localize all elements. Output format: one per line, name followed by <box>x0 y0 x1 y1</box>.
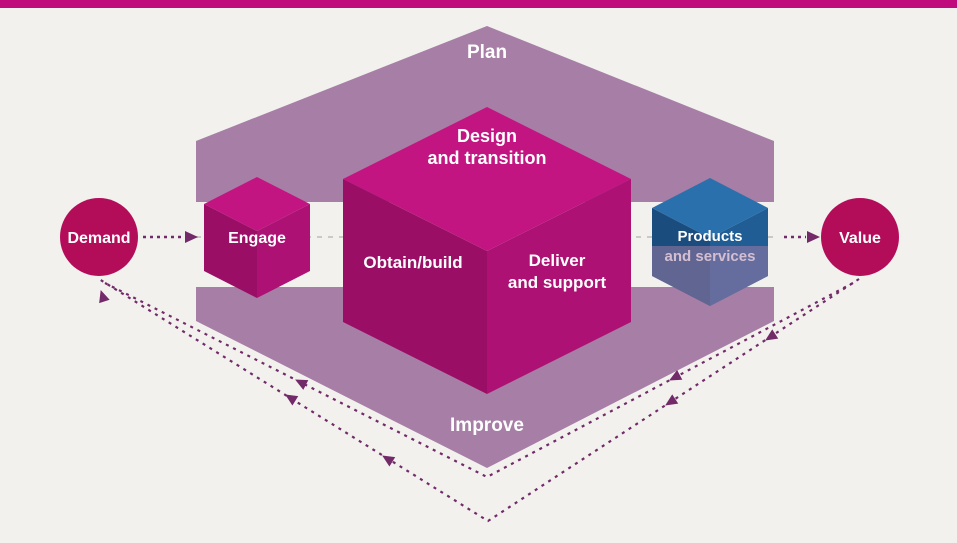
engage-label: Engage <box>228 230 286 247</box>
design-transition-label-line2: and transition <box>427 148 546 168</box>
engage-cube-right-face <box>257 204 310 298</box>
loop-arrowhead-left-outer-2 <box>285 394 299 406</box>
engage-cube-left-face <box>204 204 257 298</box>
top-accent-bar <box>0 0 957 8</box>
products-to-value-arrowhead <box>807 231 820 243</box>
loop-arrowhead-right-inner <box>669 369 683 381</box>
loop-arrowhead-right-outer-1 <box>765 329 779 341</box>
value-label: Value <box>839 230 881 247</box>
central-cube-left-face <box>343 179 487 394</box>
deliver-support-label-line2: and support <box>508 273 607 292</box>
demand-to-engage-arrowhead <box>185 231 198 243</box>
feedback-loop-outer-path <box>98 278 860 523</box>
products-services-cube: Products and services <box>652 178 768 306</box>
engage-cube: Engage <box>204 177 310 298</box>
feedback-loop-inner-path <box>104 282 854 479</box>
products-services-label-line1: Products <box>677 228 742 245</box>
central-cube: Design and transition Obtain/build Deliv… <box>343 107 631 394</box>
loop-arrowhead-right-outer-2 <box>665 394 679 406</box>
obtain-build-label: Obtain/build <box>363 253 462 272</box>
demand-circle <box>60 198 138 276</box>
central-cube-right-face <box>487 179 631 394</box>
improve-label: Improve <box>450 415 524 436</box>
products-cube-purple-overlay <box>652 246 768 306</box>
loop-arrowhead-left-outer-1 <box>382 455 396 467</box>
loop-arrowhead-into-demand <box>99 290 110 304</box>
plan-label: Plan <box>467 42 507 63</box>
design-transition-label-line1: Design <box>457 126 517 146</box>
value-circle <box>821 198 899 276</box>
demand-label: Demand <box>67 230 130 247</box>
demand-node: Demand <box>60 198 138 276</box>
deliver-support-label-line1: Deliver <box>529 251 586 270</box>
value-node: Value <box>821 198 899 276</box>
loop-arrowhead-left-inner <box>295 379 309 390</box>
